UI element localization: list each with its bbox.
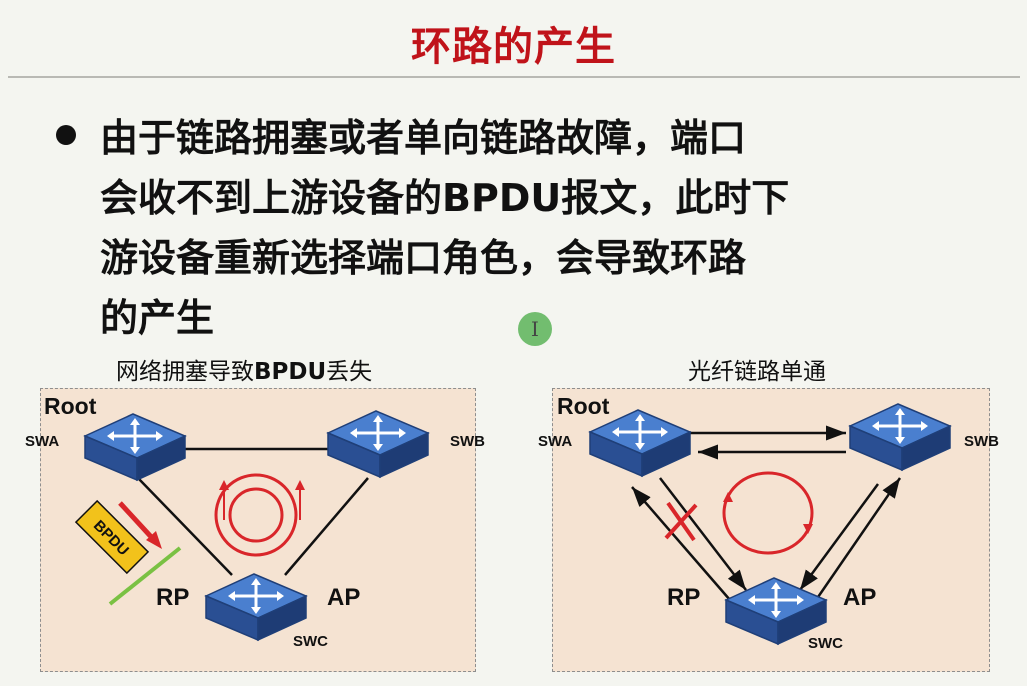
left-caption-part1: 网络拥塞导致 xyxy=(116,359,254,385)
left-swc-label: SWC xyxy=(293,633,328,650)
right-switch-swb xyxy=(848,402,952,472)
bpdu-arrow-icon xyxy=(118,501,162,549)
bullet-line-3: 游设备重新选择端口角色，会导致环路 xyxy=(100,236,747,280)
right-swb-label: SWB xyxy=(964,433,999,450)
bullet-line-2: 会收不到上游设备的BPDU报文，此时下 xyxy=(100,176,790,220)
left-diagram-caption: 网络拥塞导致BPDU丢失 xyxy=(116,352,372,386)
bullet-text: 由于链路拥塞或者单向链路故障，端口 会收不到上游设备的BPDU报文，此时下 游设… xyxy=(100,108,900,348)
right-swc-label: SWC xyxy=(808,635,843,652)
right-links xyxy=(631,425,902,601)
left-switch-swc xyxy=(204,572,308,642)
left-switch-swa xyxy=(83,412,187,482)
text-cursor-icon: I xyxy=(531,317,539,341)
left-caption-part2: 丢失 xyxy=(326,359,373,385)
fault-barrier-line xyxy=(108,546,182,606)
right-diagram-caption: 光纤链路单通 xyxy=(688,359,826,385)
left-caption-bold: BPDU xyxy=(254,359,327,385)
right-rp-label: RP xyxy=(667,584,700,611)
slide-title: 环路的产生 xyxy=(411,24,616,70)
left-ap-label: AP xyxy=(327,584,360,611)
link-fault-x-icon xyxy=(664,501,698,542)
right-switch-swa xyxy=(588,408,692,478)
left-swb-label: SWB xyxy=(450,433,485,450)
right-root-label: Root xyxy=(557,393,610,419)
title-divider xyxy=(8,76,1020,78)
bullet-line-1: 由于链路拥塞或者单向链路故障，端口 xyxy=(100,116,747,160)
left-swa-label: SWA xyxy=(25,433,59,450)
right-loop-icon xyxy=(722,471,814,555)
left-switch-swb xyxy=(326,409,430,479)
bpdu-tag: BPDU xyxy=(74,499,150,575)
left-root-label: Root xyxy=(44,393,97,419)
left-links xyxy=(137,447,369,576)
bullet-icon xyxy=(56,125,76,145)
right-swa-label: SWA xyxy=(538,433,572,450)
right-ap-label: AP xyxy=(843,584,876,611)
bullet-line-4: 的产生 xyxy=(100,296,215,340)
pointer-highlight-icon xyxy=(518,312,552,346)
left-rp-label: RP xyxy=(156,584,189,611)
left-loop-icon xyxy=(214,473,305,557)
